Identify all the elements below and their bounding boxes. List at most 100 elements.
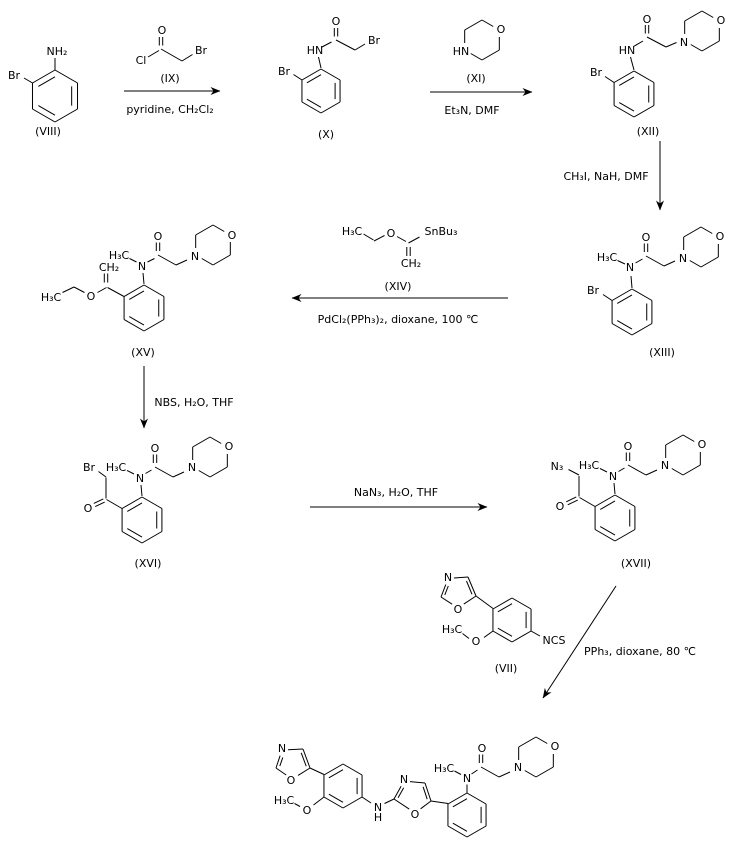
atom-label-product-o-oxazole2: O — [411, 808, 420, 821]
atom-label-xv-o-carbonyl: O — [154, 230, 163, 243]
atom-label-product-n-amide: N — [463, 772, 471, 785]
bond — [143, 319, 165, 332]
bond — [464, 19, 483, 31]
bond — [363, 233, 374, 241]
atom-label-product-o-carbonyl: O — [478, 742, 487, 755]
bond — [447, 792, 468, 805]
bond — [466, 825, 487, 838]
bond — [440, 596, 453, 605]
bond — [424, 782, 432, 802]
bond — [599, 468, 608, 473]
bond — [323, 763, 344, 776]
bond — [665, 42, 677, 48]
atom-label-xiv-ch2: CH₂ — [401, 257, 421, 270]
bond — [447, 825, 468, 838]
bond — [342, 796, 363, 809]
atom-label-vii-ncs: NCS — [543, 634, 566, 647]
atom-label-product-n-oxazole2: N — [400, 773, 408, 786]
bond — [212, 224, 225, 232]
reaction-arrows — [124, 87, 664, 699]
bond — [306, 74, 322, 84]
atom-label-xiii-h3c: H₃C — [597, 251, 618, 264]
bond — [497, 603, 513, 613]
atom-label-xiii-n: N — [626, 261, 634, 274]
bond — [123, 284, 145, 297]
bond — [619, 76, 635, 86]
compound-label-xvii: (XVII) — [621, 557, 651, 570]
atom-label-product-n-morpholine: N — [514, 761, 522, 774]
bond — [604, 76, 615, 83]
atom-label-ix-cl: Cl — [136, 54, 147, 67]
bond — [141, 496, 163, 509]
atom-label-xvii-o-ketone: O — [556, 500, 565, 513]
bond — [444, 585, 449, 596]
bond — [73, 286, 85, 293]
bond — [480, 766, 500, 778]
bond — [157, 254, 177, 266]
bond — [297, 767, 311, 776]
atom-label-product-n-oxazole1: N — [278, 742, 286, 755]
bond — [140, 484, 143, 497]
bond — [454, 770, 462, 775]
bond — [160, 48, 183, 62]
bond — [700, 226, 713, 234]
bond — [665, 434, 684, 446]
bond — [328, 769, 344, 779]
bond — [613, 70, 635, 83]
bond — [328, 793, 344, 803]
bond — [23, 77, 33, 84]
atom-label-vii-h3c: H₃C — [442, 623, 463, 636]
bond — [613, 482, 616, 495]
compound-label-xiv: (XIV) — [385, 280, 412, 293]
bond — [54, 69, 78, 84]
bond — [535, 766, 554, 778]
bond — [452, 798, 468, 808]
bond-lines — [23, 10, 720, 838]
bond — [397, 787, 405, 799]
reaction-arrow-step7 — [542, 585, 617, 699]
conditions-step5: NBS, H₂O, THF — [154, 396, 233, 409]
bond — [619, 102, 635, 112]
bond — [475, 595, 494, 609]
bond — [614, 529, 636, 542]
atom-label-xvi-n: N — [136, 472, 144, 485]
bond — [321, 41, 332, 48]
conditions-step4: PdCl₂(PPh₃)₂, dioxane, 100 ℃ — [318, 313, 479, 326]
bond — [142, 272, 145, 285]
bond — [579, 497, 596, 507]
bond — [62, 286, 75, 293]
bond — [275, 767, 287, 776]
bond — [393, 785, 402, 800]
bond — [440, 584, 447, 598]
bond — [700, 256, 719, 268]
compound-label-xvi: (XVI) — [135, 557, 162, 570]
atom-label-x-o: O — [332, 15, 341, 28]
compound-label-x: (X) — [318, 128, 334, 141]
bond — [361, 796, 372, 804]
bond — [106, 499, 123, 509]
bond — [408, 236, 420, 244]
atom-label-xvi-n-morpholine: N — [188, 461, 196, 474]
bond — [452, 822, 468, 832]
bond — [481, 49, 500, 61]
bond — [594, 529, 616, 542]
atom-label-xiii-o-morpholine: O — [716, 230, 725, 243]
bond — [209, 466, 228, 478]
bond — [594, 494, 616, 507]
atom-label-xiii-br: Br — [587, 284, 600, 297]
bond — [127, 502, 143, 512]
bond — [195, 224, 214, 236]
bond — [483, 630, 494, 638]
bond — [313, 796, 325, 806]
atom-label-xii-o-carbonyl: O — [643, 13, 652, 26]
atom-label-xvi-br: Br — [83, 461, 96, 474]
atom-label-ix-br: Br — [195, 44, 208, 57]
compound-label-xii: (XII) — [637, 125, 660, 138]
bond — [617, 320, 633, 330]
atom-label-product-n-nh: N — [374, 801, 382, 814]
bond — [422, 786, 428, 800]
atom-label-product-o-methoxy: O — [303, 804, 312, 817]
atom-label-x-hn: HN — [307, 44, 324, 57]
bond — [141, 531, 163, 544]
